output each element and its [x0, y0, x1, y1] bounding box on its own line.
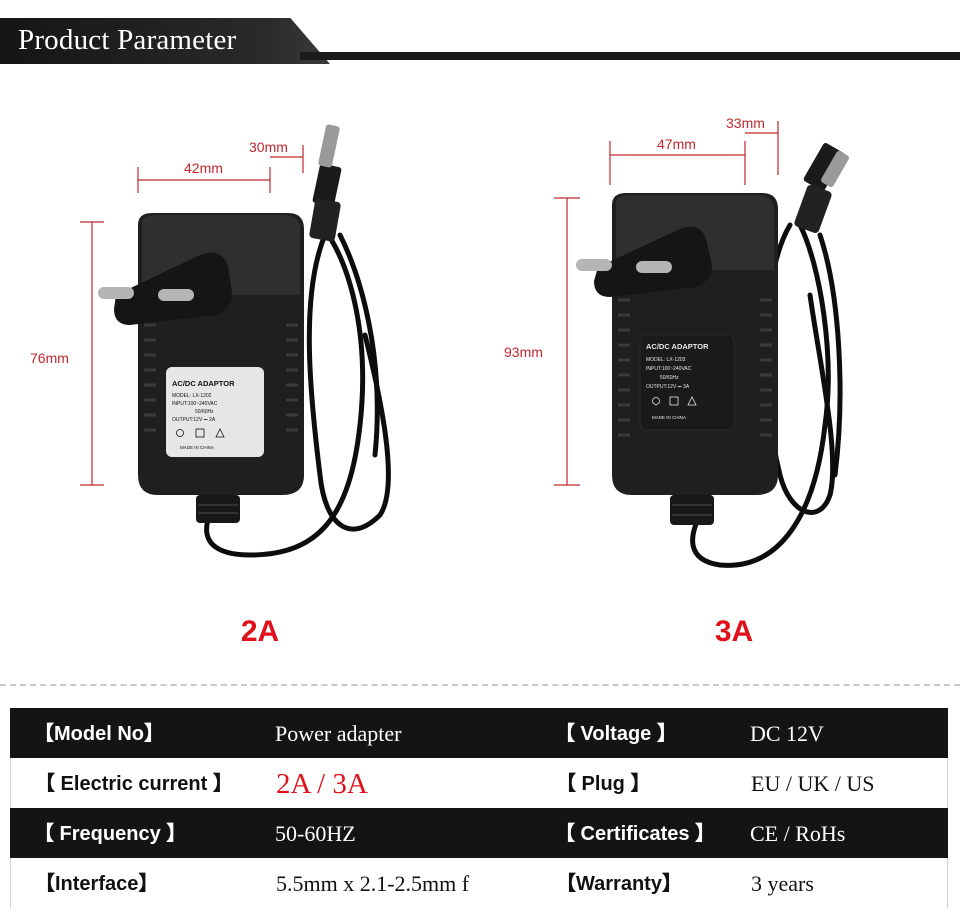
cable — [204, 227, 391, 558]
spec-key: 【Warranty】 — [556, 873, 682, 895]
width-label: 47mm — [657, 136, 696, 152]
spec-key: 【 Certificates 】 — [555, 823, 716, 845]
spec-value: DC 12V — [750, 721, 824, 746]
spec-value: 2A / 3A — [276, 768, 368, 800]
table-row: 【 Electric current 】 2A / 3A 【 Plug 】 EU… — [10, 758, 948, 808]
spec-key: 【 Voltage 】 — [555, 723, 677, 745]
spec-key: 【Model No】 — [34, 723, 164, 745]
spec-key: 【Interface】 — [35, 873, 159, 895]
dimension-lines — [80, 145, 304, 486]
spec-table: 【Model No】 Power adapter 【 Voltage 】 DC … — [10, 708, 948, 908]
product-2a: 42mm 30mm 76mm — [20, 95, 440, 648]
table-row: 【Model No】 Power adapter 【 Voltage 】 DC … — [10, 708, 948, 758]
spec-value: CE / RoHs — [750, 821, 846, 846]
height-label: 93mm — [504, 344, 543, 360]
spec-value: EU / UK / US — [751, 771, 875, 796]
plug-length-label: 33mm — [726, 115, 765, 131]
label-freq: 50/60Hz — [195, 409, 214, 415]
label-input: INPUT:100~240VAC — [172, 401, 218, 407]
spec-value: 5.5mm x 2.1-2.5mm f — [276, 871, 470, 896]
plug-length-label: 30mm — [249, 139, 288, 155]
spec-value: 3 years — [751, 871, 814, 896]
table-row: 【Interface】 5.5mm x 2.1-2.5mm f 【Warrant… — [10, 858, 948, 908]
label-output: OUTPUT:12V ⎓ 3A — [646, 384, 690, 390]
page-title: Product Parameter — [18, 24, 237, 56]
label-input: INPUT:100~240VAC — [646, 366, 692, 372]
label-made: MADE IN CHINA — [180, 445, 214, 450]
height-label: 76mm — [30, 350, 69, 366]
banner-band — [0, 18, 330, 64]
width-label: 42mm — [184, 160, 223, 176]
cert-icons — [176, 428, 225, 438]
label-output: OUTPUT:12V ⎓ 2A — [172, 417, 216, 423]
amp-label-3a: 3A — [714, 615, 754, 648]
dimension-lines — [554, 121, 779, 486]
section-divider — [0, 684, 960, 686]
label-made: MADE IN CHINA — [652, 415, 686, 420]
label-freq: 50/60Hz — [660, 375, 679, 381]
cert-icons — [652, 396, 697, 406]
header-banner: Product Parameter — [0, 18, 960, 64]
spec-value: Power adapter — [275, 721, 402, 746]
spec-value: 50-60HZ — [275, 821, 356, 846]
label-title: AC/DC ADAPTOR — [172, 379, 235, 388]
table-row: 【 Frequency 】 50-60HZ 【 Certificates 】 C… — [10, 808, 948, 858]
spec-key: 【 Plug 】 — [556, 773, 651, 795]
spec-key: 【 Frequency 】 — [34, 823, 187, 845]
adapter-2a-photo: 42mm 30mm 76mm — [30, 124, 391, 558]
adapter-3a-photo: 47mm 33mm 93mm AC/DC — [504, 115, 849, 568]
amp-label-2a: 2A — [240, 615, 280, 648]
label-title: AC/DC ADAPTOR — [646, 342, 709, 351]
banner-rule — [300, 52, 960, 60]
label-model: MODEL: LX-1203 — [646, 357, 686, 363]
spec-key: 【 Electric current 】 — [35, 773, 233, 795]
product-3a: 47mm 33mm 93mm AC/DC — [490, 95, 910, 648]
label-model: MODEL: LX-1202 — [172, 393, 212, 399]
